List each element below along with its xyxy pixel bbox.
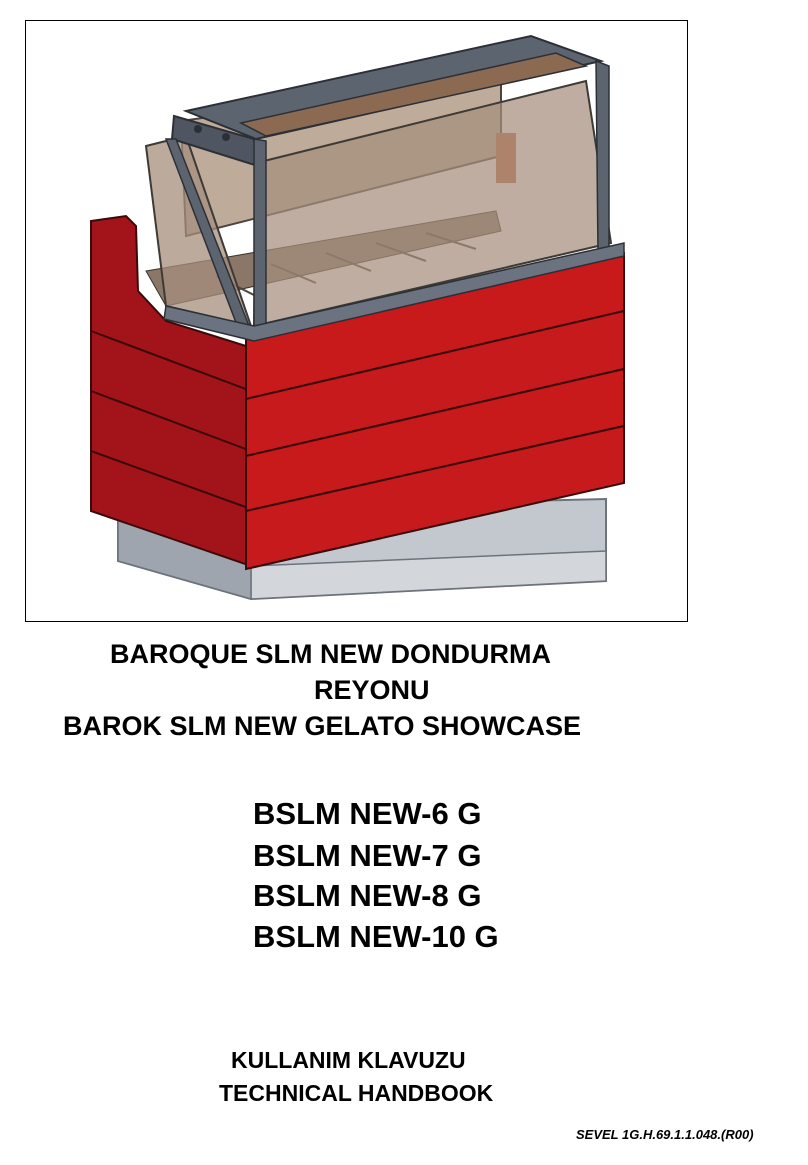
title-line-2: REYONU (314, 675, 430, 705)
title-line-1: BAROQUE SLM NEW DONDURMA (110, 639, 551, 669)
model-name-1: BSLM NEW-6 G (253, 796, 482, 831)
title-line-3: BAROK SLM NEW GELATO SHOWCASE (63, 711, 581, 741)
handbook-title-english: TECHNICAL HANDBOOK (219, 1080, 494, 1106)
handbook-title-turkish: KULLANIM KLAVUZU (231, 1047, 466, 1073)
product-illustration-frame (25, 20, 688, 622)
gelato-showcase-illustration (90, 34, 625, 601)
document-code: SEVEL 1G.H.69.1.1.048.(R00) (576, 1127, 754, 1142)
model-name-3: BSLM NEW-8 G (253, 878, 482, 913)
model-name-2: BSLM NEW-7 G (253, 838, 482, 873)
model-name-4: BSLM NEW-10 G (253, 919, 499, 954)
